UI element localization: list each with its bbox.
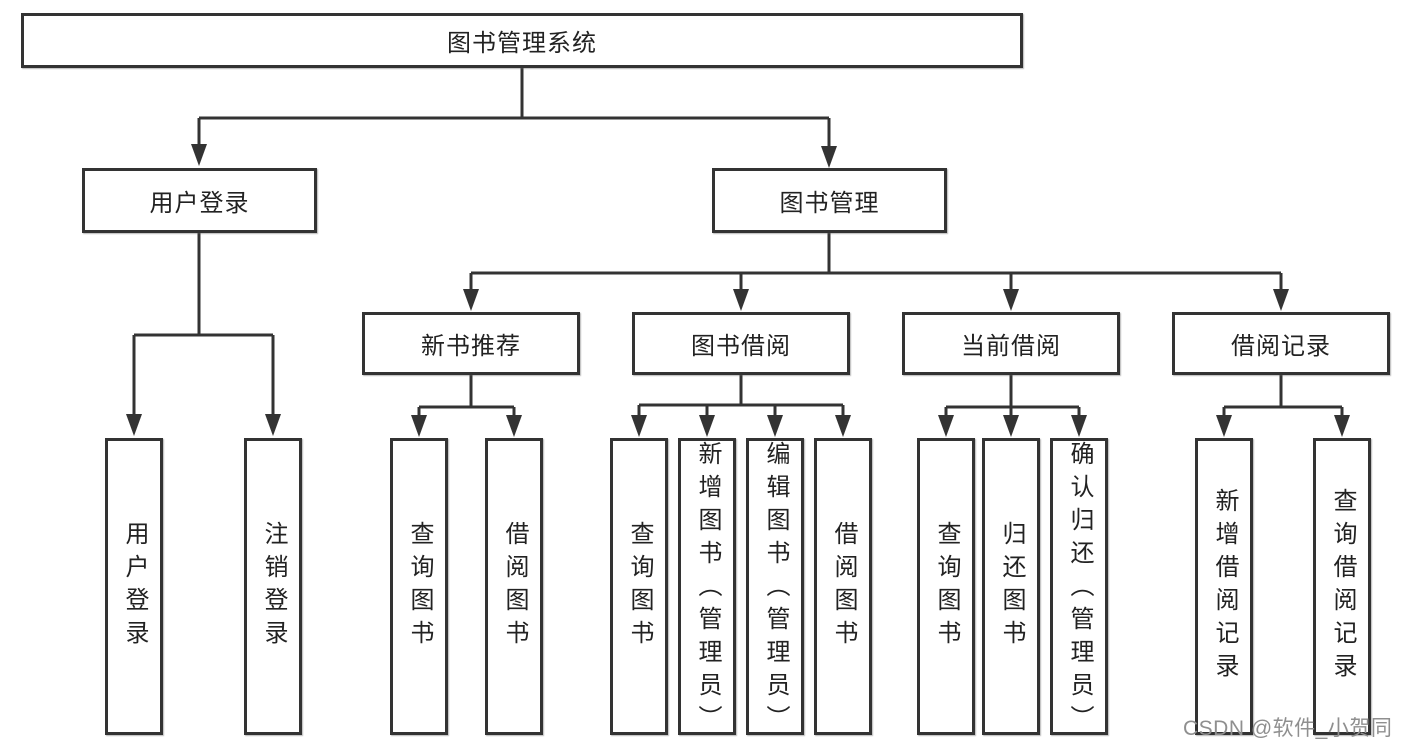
csdn-watermark: CSDN @软件_小贺同学	[1183, 717, 1393, 740]
leaf-query-book-1: 查询图书	[390, 438, 448, 735]
leaf-add-book-admin: 新增图书（管理员）	[678, 438, 736, 738]
node-root-system: 图书管理系统	[21, 13, 1023, 68]
leaf-borrow-book-1: 借阅图书	[485, 438, 543, 735]
leaf-query-borrow-record: 查询借阅记录	[1313, 438, 1371, 735]
leaf-add-borrow-record: 新增借阅记录	[1195, 438, 1253, 735]
leaf-user-login: 用户登录	[105, 438, 163, 735]
leaf-borrow-book-2: 借阅图书	[814, 438, 872, 735]
leaf-query-book-3: 查询图书	[917, 438, 975, 735]
node-user-login: 用户登录	[82, 168, 317, 233]
node-book-borrow: 图书借阅	[632, 312, 850, 375]
node-current-borrow: 当前借阅	[902, 312, 1120, 375]
leaf-logout: 注销登录	[244, 438, 302, 735]
node-book-management: 图书管理	[712, 168, 947, 233]
leaf-edit-book-admin: 编辑图书（管理员）	[746, 438, 804, 738]
arrowheads	[126, 144, 1350, 437]
node-borrow-records: 借阅记录	[1172, 312, 1390, 375]
leaf-query-book-2: 查询图书	[610, 438, 668, 735]
leaf-return-book: 归还图书	[982, 438, 1040, 735]
leaf-confirm-return-admin: 确认归还（管理员）	[1050, 438, 1108, 738]
node-new-book-recommend: 新书推荐	[362, 312, 580, 375]
